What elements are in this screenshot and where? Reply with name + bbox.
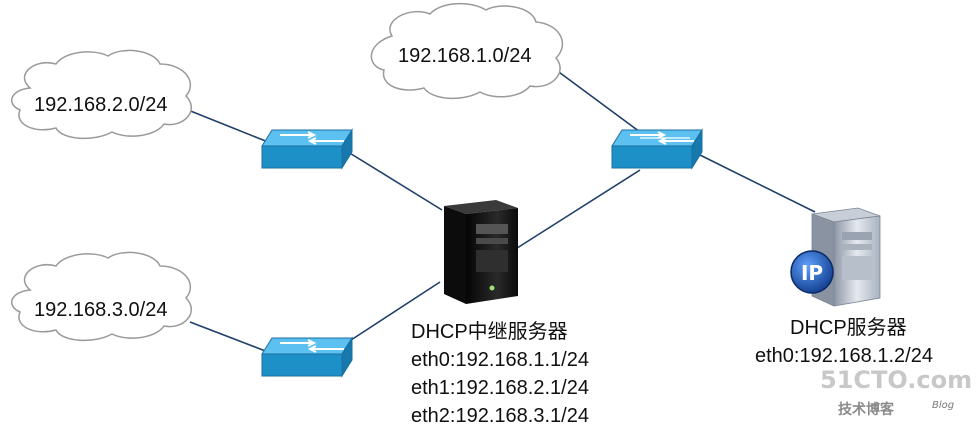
watermark-blog: Blog [932, 400, 954, 411]
network-label: 192.168.3.0/24 [34, 299, 167, 321]
drive-bay [476, 238, 508, 244]
relay-interface: eth2:192.168.3.1/24 [411, 405, 589, 427]
switch-arrows-icon [280, 131, 344, 145]
server-title: DHCP服务器 [790, 316, 907, 339]
watermark: 51CTO.com 技术博客 Blog [820, 366, 972, 418]
switch-side [341, 336, 353, 378]
power-led [489, 285, 495, 291]
tower-side [444, 206, 466, 304]
link-net2-switch2 [187, 109, 269, 143]
server-info: DHCP服务器 eth0:192.168.1.2/24 [755, 316, 933, 367]
switch-1 [611, 128, 703, 170]
switch-2 [261, 128, 353, 170]
link-switch2-relay [347, 151, 443, 211]
ip-badge-text: IP [801, 261, 823, 285]
drive-bay [842, 244, 872, 250]
relay-interface: eth1:192.168.2.1/24 [411, 377, 589, 399]
drive-bay [476, 224, 508, 234]
links [187, 63, 816, 353]
switch-arrows-icon [630, 131, 694, 145]
watermark-subtitle: 技术博客 [838, 401, 895, 418]
watermark-site: 51CTO.com [820, 366, 972, 394]
link-switch1-server [699, 154, 816, 213]
tower-top [444, 200, 518, 214]
switch-3 [261, 336, 353, 378]
drive-bay [842, 232, 872, 240]
drive-bay [476, 250, 508, 272]
cloud-shape [370, 2, 564, 100]
switch-front [611, 145, 693, 169]
switch-front [261, 145, 343, 169]
relay-info: DHCP中继服务器 eth0:192.168.1.1/24 eth1:192.1… [411, 320, 589, 427]
drive-bay [842, 256, 872, 280]
link-switch3-relay [347, 281, 441, 343]
cloud-shape [10, 251, 192, 342]
link-relay-switch1 [513, 169, 641, 251]
cloud-net3: 192.168.3.0/24 [10, 251, 192, 342]
cloud-net1: 192.168.1.0/24 [370, 2, 564, 100]
cloud-net2: 192.168.2.0/24 [10, 49, 192, 140]
switch-front [261, 353, 343, 377]
switch-top [261, 129, 353, 147]
network-label: 192.168.2.0/24 [34, 94, 167, 116]
switch-side [341, 128, 353, 170]
cloud-shape [10, 49, 192, 140]
link-net3-switch3 [189, 321, 269, 353]
switch-top [261, 337, 353, 355]
relay-title: DHCP中继服务器 [411, 320, 568, 343]
ip-badge-icon: IP [790, 250, 834, 294]
server-interface: eth0:192.168.1.2/24 [755, 345, 933, 367]
relay-server-icon [444, 200, 518, 304]
link-net1-switch1 [547, 63, 641, 133]
switch-side [691, 128, 703, 170]
network-label: 192.168.1.0/24 [398, 45, 531, 67]
relay-interface: eth0:192.168.1.1/24 [411, 349, 589, 371]
switch-arrows-icon [280, 339, 344, 353]
dhcp-server-icon: IP [790, 207, 881, 307]
